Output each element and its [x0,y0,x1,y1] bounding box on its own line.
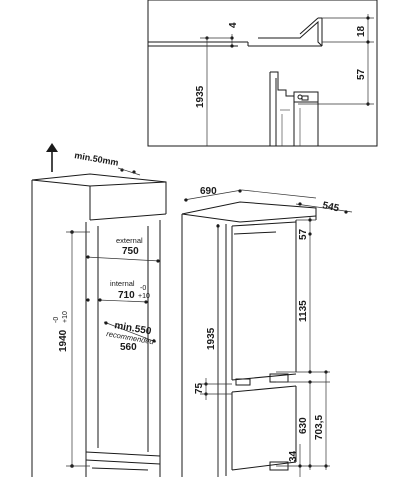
internal-tol-lower: +10 [138,293,150,300]
top-gap-4-label: 4 [228,22,239,28]
top-offset-57-label: 57 [298,228,309,240]
gap-75-label: 75 [194,382,205,394]
ventilation-min50-label: min.50mm [74,150,120,168]
top-57-label: 57 [356,68,367,80]
appliance-view: 690 545 1935 57 1135 75 630 [181,186,353,477]
appliance-height-1935-label: 1935 [206,327,217,350]
external-750-label: 750 [122,246,139,257]
internal-710-label: 710 [118,290,135,301]
top-detail-view: 4 18 57 1935 [147,0,378,147]
niche-height-tol-lower: +10 [62,311,69,323]
top-18-label: 18 [356,25,367,37]
niche-height-1940-label: 1940 [58,329,69,352]
cabinet-niche-view: min.50mm 1940 -0 +10 external [31,143,167,477]
top-detail-frame [147,0,378,147]
arrow-up-icon [46,143,58,152]
top-1935-label: 1935 [195,85,206,108]
bottom-offset-34-label: 34 [288,450,299,462]
lower-section-703-5-label: 703,5 [314,415,325,440]
niche-height-tol-upper: -0 [53,317,60,323]
upper-door-1135-label: 1135 [298,300,309,322]
internal-label: internal [110,279,135,288]
external-label: external [116,236,143,245]
internal-tol-upper: -0 [140,285,146,292]
depth-545-label: 545 [321,200,340,214]
recommended-560-label: 560 [120,342,137,353]
lower-door-630-label: 630 [298,417,309,434]
width-690-label: 690 [200,186,217,197]
